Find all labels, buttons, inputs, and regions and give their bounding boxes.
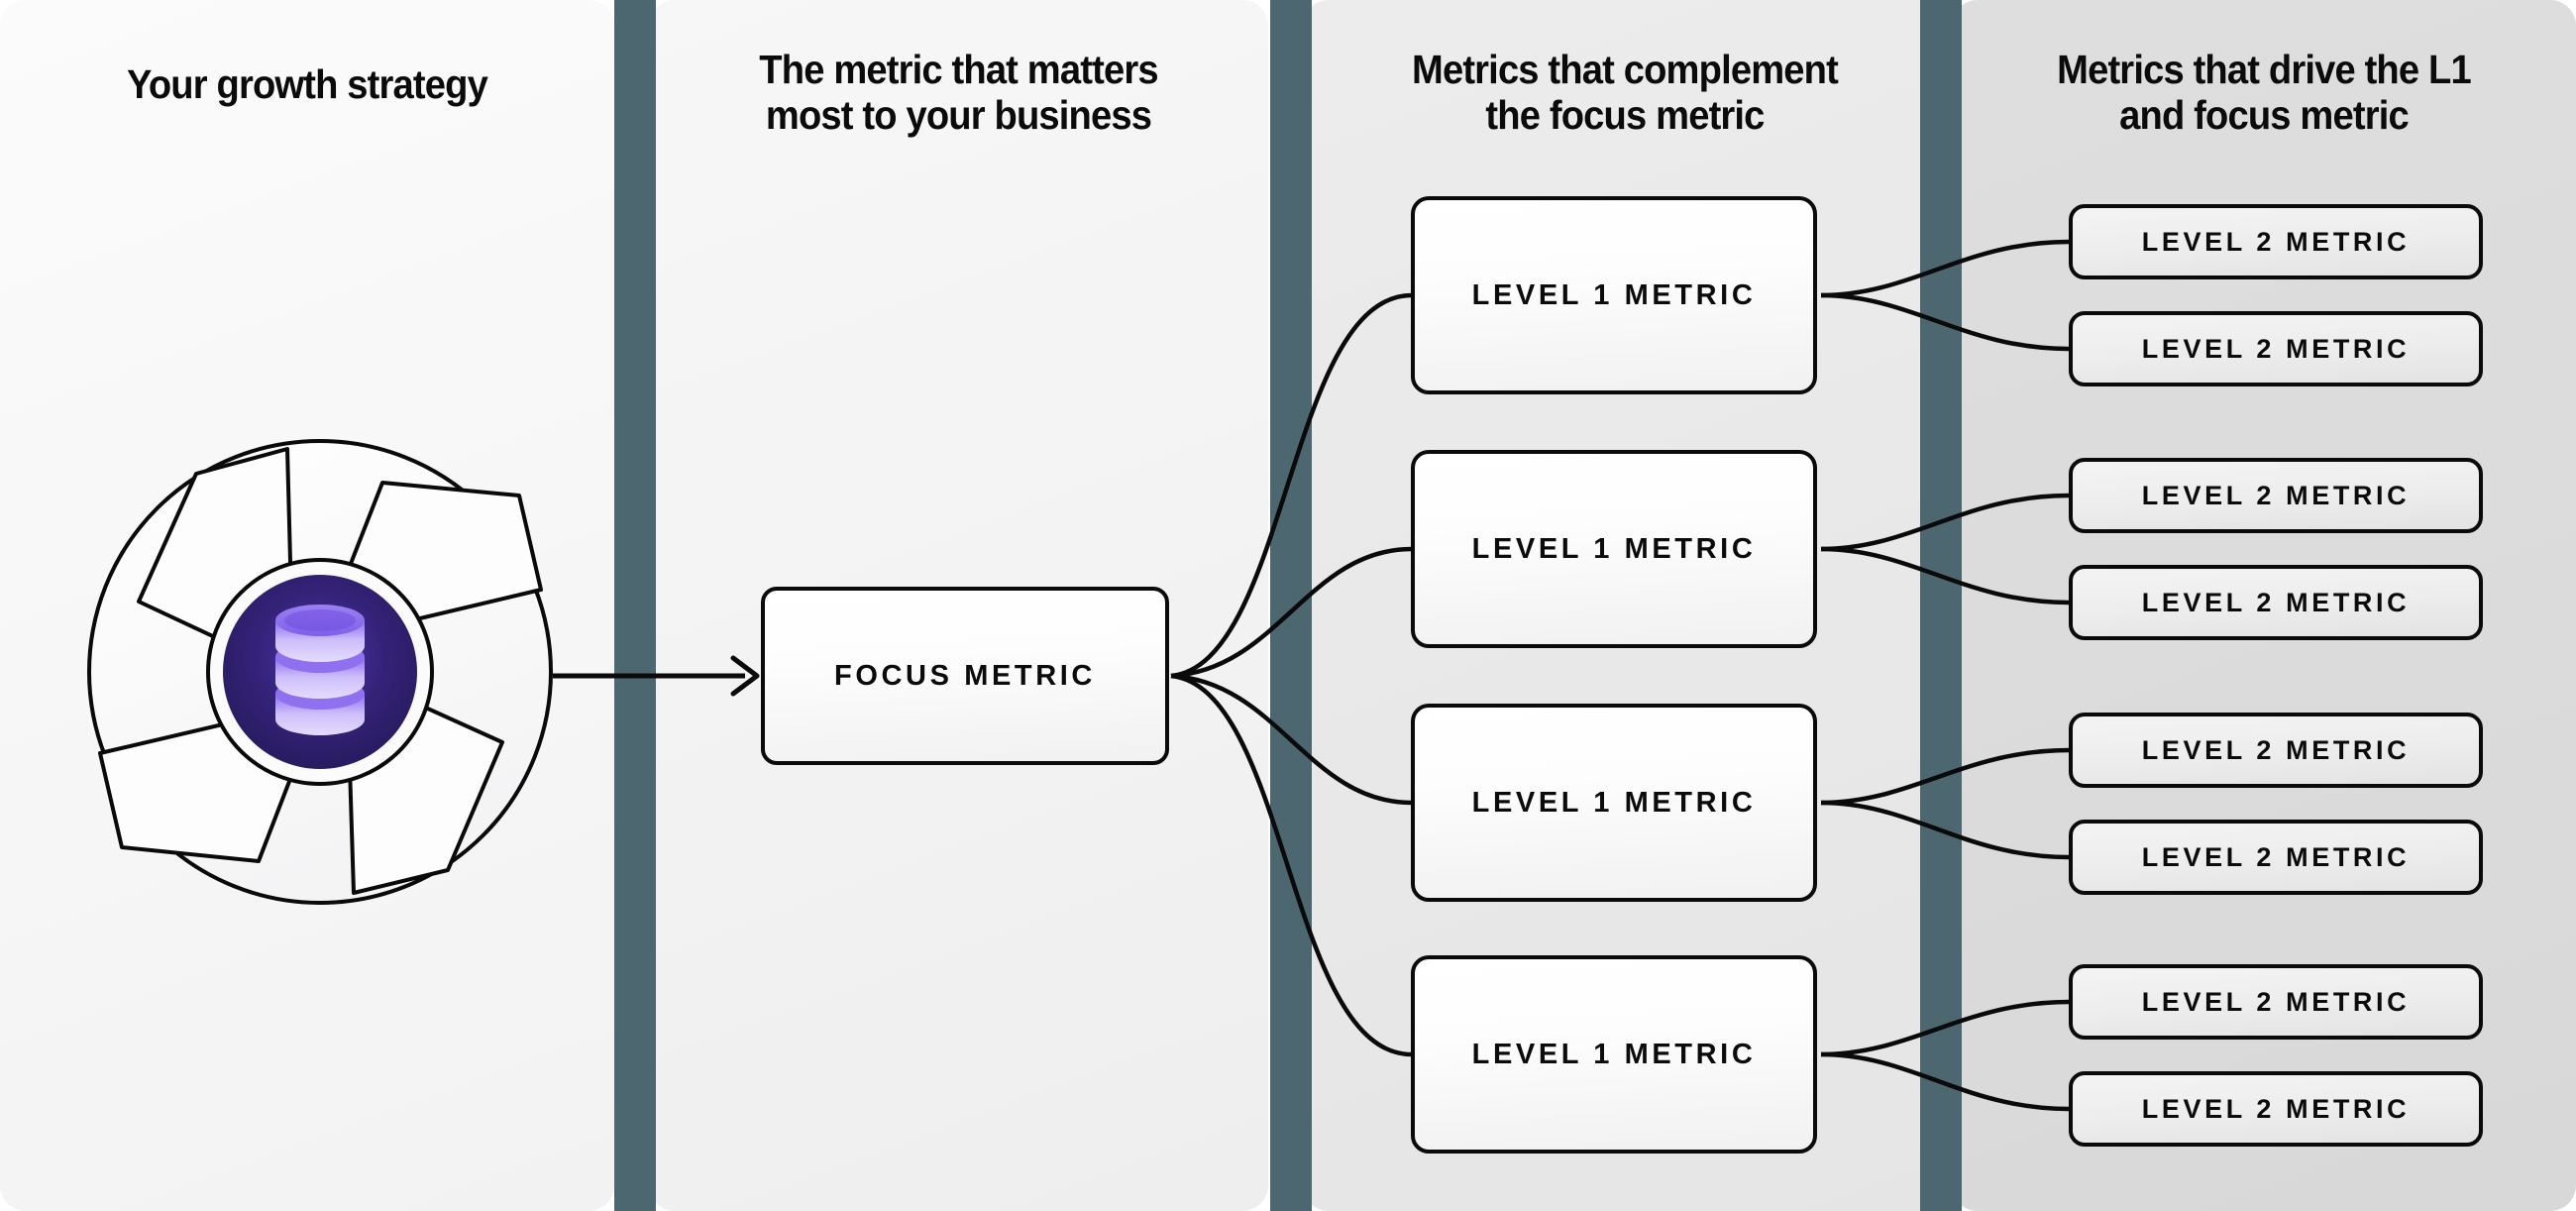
node-level-2-metric-1a[interactable]: LEVEL 2 METRIC <box>2069 204 2483 279</box>
node-level-1-metric-4-label: LEVEL 1 METRIC <box>1471 1038 1757 1070</box>
column-panel-growth-strategy <box>0 0 614 1211</box>
node-level-1-metric-4[interactable]: LEVEL 1 METRIC <box>1411 955 1817 1154</box>
column-title-complement: Metrics that complement the focus metric <box>1412 47 1839 138</box>
node-level-2-metric-2a[interactable]: LEVEL 2 METRIC <box>2069 458 2483 533</box>
node-level-2-metric-4a[interactable]: LEVEL 2 METRIC <box>2069 964 2483 1040</box>
node-level-2-metric-1a-label: LEVEL 2 METRIC <box>2141 226 2411 257</box>
node-level-2-metric-4b-label: LEVEL 2 METRIC <box>2141 1093 2411 1124</box>
node-level-1-metric-2[interactable]: LEVEL 1 METRIC <box>1411 450 1817 648</box>
node-level-2-metric-1b[interactable]: LEVEL 2 METRIC <box>2069 311 2483 386</box>
node-level-1-metric-1[interactable]: LEVEL 1 METRIC <box>1411 196 1817 394</box>
column-divider-3 <box>1920 0 1962 1211</box>
column-divider-2 <box>1270 0 1312 1211</box>
node-focus-metric-label: FOCUS METRIC <box>834 659 1096 692</box>
node-level-1-metric-2-label: LEVEL 1 METRIC <box>1471 532 1757 565</box>
node-focus-metric[interactable]: FOCUS METRIC <box>761 587 1169 765</box>
node-level-2-metric-3a[interactable]: LEVEL 2 METRIC <box>2069 713 2483 788</box>
node-level-2-metric-3a-label: LEVEL 2 METRIC <box>2141 734 2411 765</box>
node-level-2-metric-2b-label: LEVEL 2 METRIC <box>2141 587 2411 617</box>
node-level-2-metric-3b[interactable]: LEVEL 2 METRIC <box>2069 820 2483 895</box>
node-level-2-metric-4b[interactable]: LEVEL 2 METRIC <box>2069 1071 2483 1147</box>
node-level-2-metric-2b[interactable]: LEVEL 2 METRIC <box>2069 565 2483 640</box>
column-title-focus-metric: The metric that matters most to your bus… <box>759 47 1158 138</box>
node-level-2-metric-3b-label: LEVEL 2 METRIC <box>2141 841 2411 872</box>
node-level-2-metric-4a-label: LEVEL 2 METRIC <box>2141 986 2411 1017</box>
column-title-growth-strategy: Your growth strategy <box>127 61 488 107</box>
column-title-drivers: Metrics that drive the L1 and focus metr… <box>2057 47 2472 138</box>
node-level-1-metric-1-label: LEVEL 1 METRIC <box>1471 278 1757 311</box>
node-level-1-metric-3-label: LEVEL 1 METRIC <box>1471 786 1757 819</box>
node-level-2-metric-2a-label: LEVEL 2 METRIC <box>2141 480 2411 510</box>
column-divider-1 <box>614 0 656 1211</box>
node-level-2-metric-1b-label: LEVEL 2 METRIC <box>2141 333 2411 364</box>
node-level-1-metric-3[interactable]: LEVEL 1 METRIC <box>1411 704 1817 902</box>
